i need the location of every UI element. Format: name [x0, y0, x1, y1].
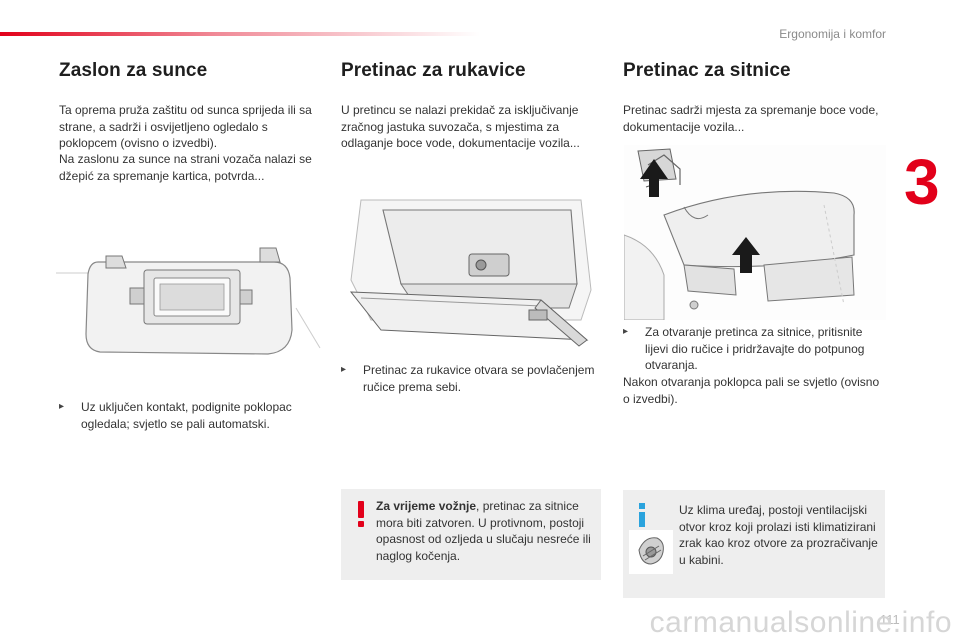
info-icon — [639, 503, 645, 527]
column-glove-box: Pretinac za rukavice — [341, 60, 606, 82]
storage-after-text: Nakon otvaranja poklopca pali se svjetlo… — [623, 375, 880, 406]
bullet-marker-icon: ▸ — [623, 326, 629, 337]
bullet-marker-icon: ▸ — [59, 401, 65, 412]
warning-box: Za vrijeme vožnje, pretinac za sitnice m… — [341, 489, 601, 580]
column-sun-visor: Zaslon za sunce — [59, 60, 324, 82]
section-heading: Pretinac za sitnice — [623, 60, 791, 81]
section-heading: Pretinac za rukavice — [341, 60, 526, 81]
info-text: Uz klima uređaj, postoji ventilacijski o… — [679, 503, 878, 567]
storage-compartment-illustration — [624, 145, 886, 320]
visor-intro: Ta oprema pruža zaštitu od sunca sprijed… — [59, 103, 312, 150]
column-storage: Pretinac za sitnice — [623, 60, 888, 82]
info-box: Uz klima uređaj, postoji ventilacijski o… — [623, 490, 885, 598]
chapter-number: 3 — [904, 146, 940, 218]
section-heading: Zaslon za sunce — [59, 60, 208, 81]
glovebox-instruction: ▸ Pretinac za rukavice otvara se povlače… — [341, 363, 595, 394]
storage-intro: Pretinac sadrži mjesta za spremanje boce… — [623, 103, 879, 134]
warning-bold: Za vrijeme vožnje — [376, 499, 477, 513]
section-title: Ergonomija i komfor — [779, 27, 886, 41]
bullet-marker-icon: ▸ — [341, 364, 347, 375]
visor-intro-2: Na zaslonu za sunce na strani vozača nal… — [59, 152, 312, 183]
glovebox-intro: U pretincu se nalazi prekidač za isključ… — [341, 103, 580, 150]
storage-instruction: ▸ Za otvaranje pretinca za sitnice, prit… — [623, 325, 865, 372]
page-number: 111 — [880, 612, 900, 627]
exclamation-icon — [358, 501, 364, 527]
ventilation-vent-icon — [629, 530, 673, 574]
glove-box-illustration — [349, 199, 592, 347]
header-accent-bar — [0, 32, 480, 36]
visor-instruction: ▸ Uz uključen kontakt, podignite poklopa… — [59, 400, 292, 431]
sun-visor-illustration — [56, 247, 321, 355]
watermark-text: carmanualsonline.info — [649, 606, 952, 639]
warning-text: Za vrijeme vožnje, pretinac za sitnice m… — [376, 499, 591, 563]
